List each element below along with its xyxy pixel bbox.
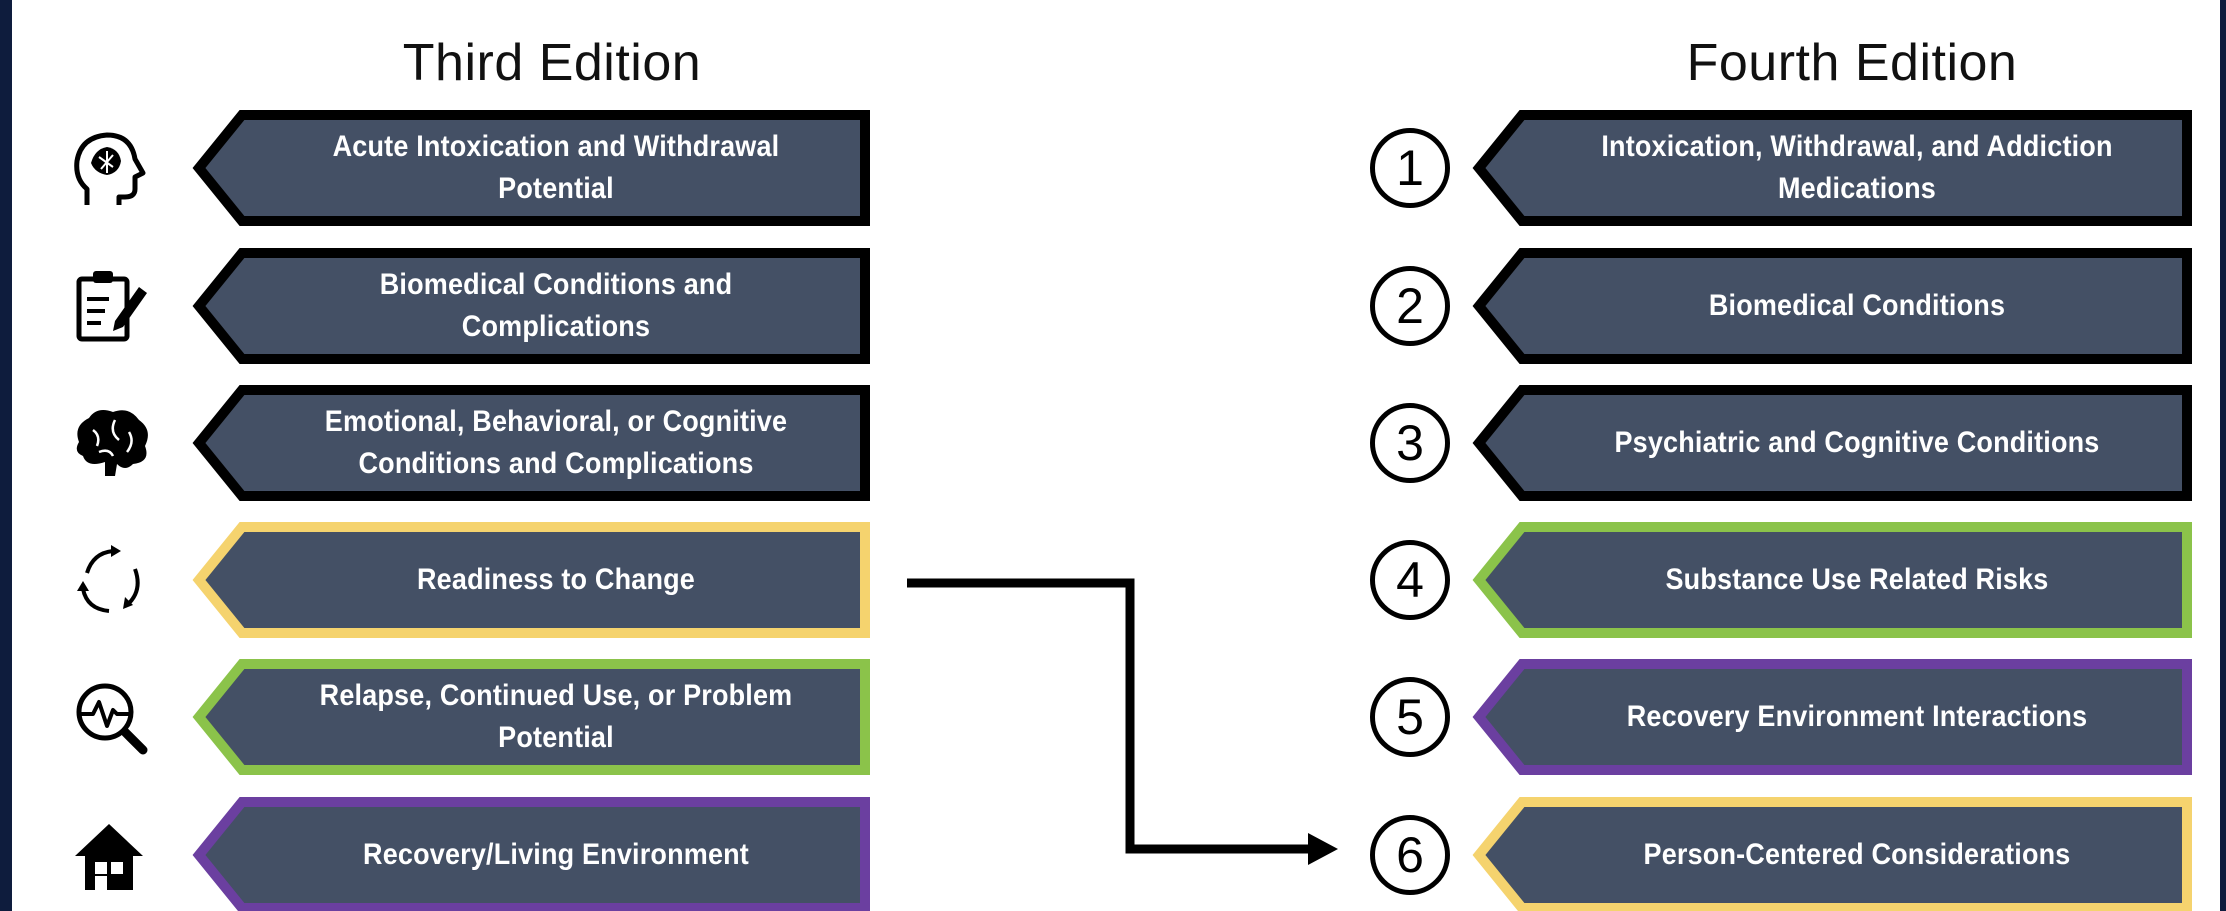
- dimension-label: Biomedical Conditions and Complications: [379, 268, 733, 343]
- banner-shape: [192, 522, 870, 638]
- arrowhead: [1308, 833, 1338, 865]
- banner-shape: [192, 797, 870, 911]
- banner-outline: [1472, 797, 2192, 911]
- dimension-label: Psychiatric and Cognitive Conditions: [1614, 426, 2100, 459]
- banner-shape: [1472, 110, 2192, 226]
- banner-shape: [192, 385, 870, 501]
- banner-shape: [1472, 659, 2192, 775]
- number-circle: 3: [1370, 403, 1450, 483]
- banner-outline: [192, 522, 870, 638]
- head-brain-icon: [62, 110, 158, 226]
- diagram-canvas: Third Edition Fourth Edition Acute Intox…: [12, 0, 2220, 911]
- banner-shape: [192, 110, 870, 226]
- cycle-arrows-icon: [62, 522, 158, 638]
- banner-outline: [192, 385, 870, 501]
- banner-shape: [192, 659, 870, 775]
- dimension-banner-fourth-2: Biomedical Conditions: [1472, 248, 2192, 364]
- dimension-banner-fourth-3: Psychiatric and Cognitive Conditions: [1472, 385, 2192, 501]
- dimension-label: Substance Use Related Risks: [1665, 563, 2049, 596]
- banner-shape: [1472, 385, 2192, 501]
- house-icon: [62, 797, 158, 911]
- number-badge: 5: [1362, 659, 1458, 775]
- magnifier-pulse-icon: [62, 659, 158, 775]
- dimension-label: Acute Intoxication and Withdrawal Potent…: [332, 130, 780, 205]
- number-circle: 1: [1370, 128, 1450, 208]
- number-badge: 4: [1362, 522, 1458, 638]
- banner-shape: [1472, 248, 2192, 364]
- dimension-label: Readiness to Change: [417, 563, 695, 596]
- banner-outline: [1472, 522, 2192, 638]
- banner-outline: [1472, 385, 2192, 501]
- banner-shape: [1472, 797, 2192, 911]
- third-edition-heading: Third Edition: [402, 34, 702, 92]
- dimension-label: Emotional, Behavioral, or Cognitive Cond…: [324, 405, 788, 480]
- banner-outline: [192, 659, 870, 775]
- number-circle: 2: [1370, 266, 1450, 346]
- banner-shape: [192, 248, 870, 364]
- number-circle: 6: [1370, 815, 1450, 895]
- banner-outline: [1472, 248, 2192, 364]
- dimension-banner-third-1: Acute Intoxication and Withdrawal Potent…: [192, 110, 870, 226]
- dimension-banner-fourth-1: Intoxication, Withdrawal, and Addiction …: [1472, 110, 2192, 226]
- connector-arrow: [907, 578, 1338, 865]
- fourth-edition-heading: Fourth Edition: [1686, 34, 2018, 92]
- number-badge: 1: [1362, 110, 1458, 226]
- banner-outline: [192, 248, 870, 364]
- dimension-label: Relapse, Continued Use, or Problem Poten…: [319, 679, 793, 754]
- banner-outline: [192, 797, 870, 911]
- dimension-label: Intoxication, Withdrawal, and Addiction …: [1601, 130, 2113, 205]
- banner-outline: [192, 110, 870, 226]
- dimension-banner-third-6: Recovery/Living Environment: [192, 797, 870, 911]
- banner-outline: [1472, 110, 2192, 226]
- brain-icon: [62, 385, 158, 501]
- dimension-label: Recovery Environment Interactions: [1626, 700, 2088, 733]
- dimension-banner-third-2: Biomedical Conditions and Complications: [192, 248, 870, 364]
- dimension-banner-fourth-6: Person-Centered Considerations: [1472, 797, 2192, 911]
- number-badge: 3: [1362, 385, 1458, 501]
- connector-line: [907, 578, 1312, 854]
- number-badge: 6: [1362, 797, 1458, 911]
- dimension-banner-third-5: Relapse, Continued Use, or Problem Poten…: [192, 659, 870, 775]
- dimension-label: Biomedical Conditions: [1708, 289, 2006, 322]
- dimension-banner-fourth-4: Substance Use Related Risks: [1472, 522, 2192, 638]
- banner-outline: [1472, 659, 2192, 775]
- banner-shape: [1472, 522, 2192, 638]
- clipboard-pencil-icon: [62, 248, 158, 364]
- number-badge: 2: [1362, 248, 1458, 364]
- dimension-banner-third-4: Readiness to Change: [192, 522, 870, 638]
- dimension-label: Recovery/Living Environment: [363, 838, 749, 871]
- dimension-label: Person-Centered Considerations: [1643, 838, 2071, 871]
- number-circle: 4: [1370, 540, 1450, 620]
- number-circle: 5: [1370, 677, 1450, 757]
- dimension-banner-fourth-5: Recovery Environment Interactions: [1472, 659, 2192, 775]
- dimension-banner-third-3: Emotional, Behavioral, or Cognitive Cond…: [192, 385, 870, 501]
